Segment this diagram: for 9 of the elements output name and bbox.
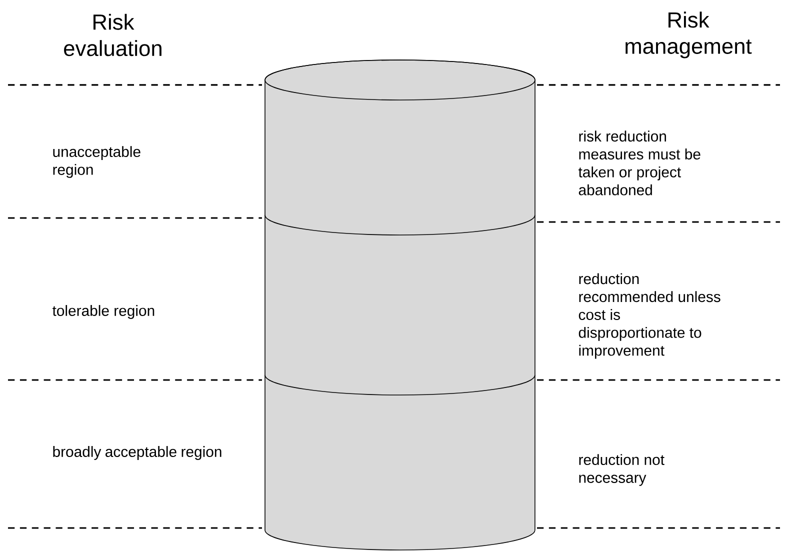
heading: Risk management bbox=[626, 12, 752, 58]
region-label: tolerable region bbox=[52, 305, 154, 319]
cylinder bbox=[264, 60, 536, 550]
region-label: unacceptable region bbox=[53, 146, 140, 178]
heading: Risk evaluation bbox=[64, 14, 162, 56]
region-label: broadly acceptable region bbox=[53, 446, 222, 460]
description-text: risk reduction measures must be taken or project abandoned bbox=[578, 130, 700, 196]
description-text: reduction not necessary bbox=[579, 454, 664, 486]
description-text: reduction recommended unless cost is disproportionate to improvement bbox=[578, 273, 720, 359]
